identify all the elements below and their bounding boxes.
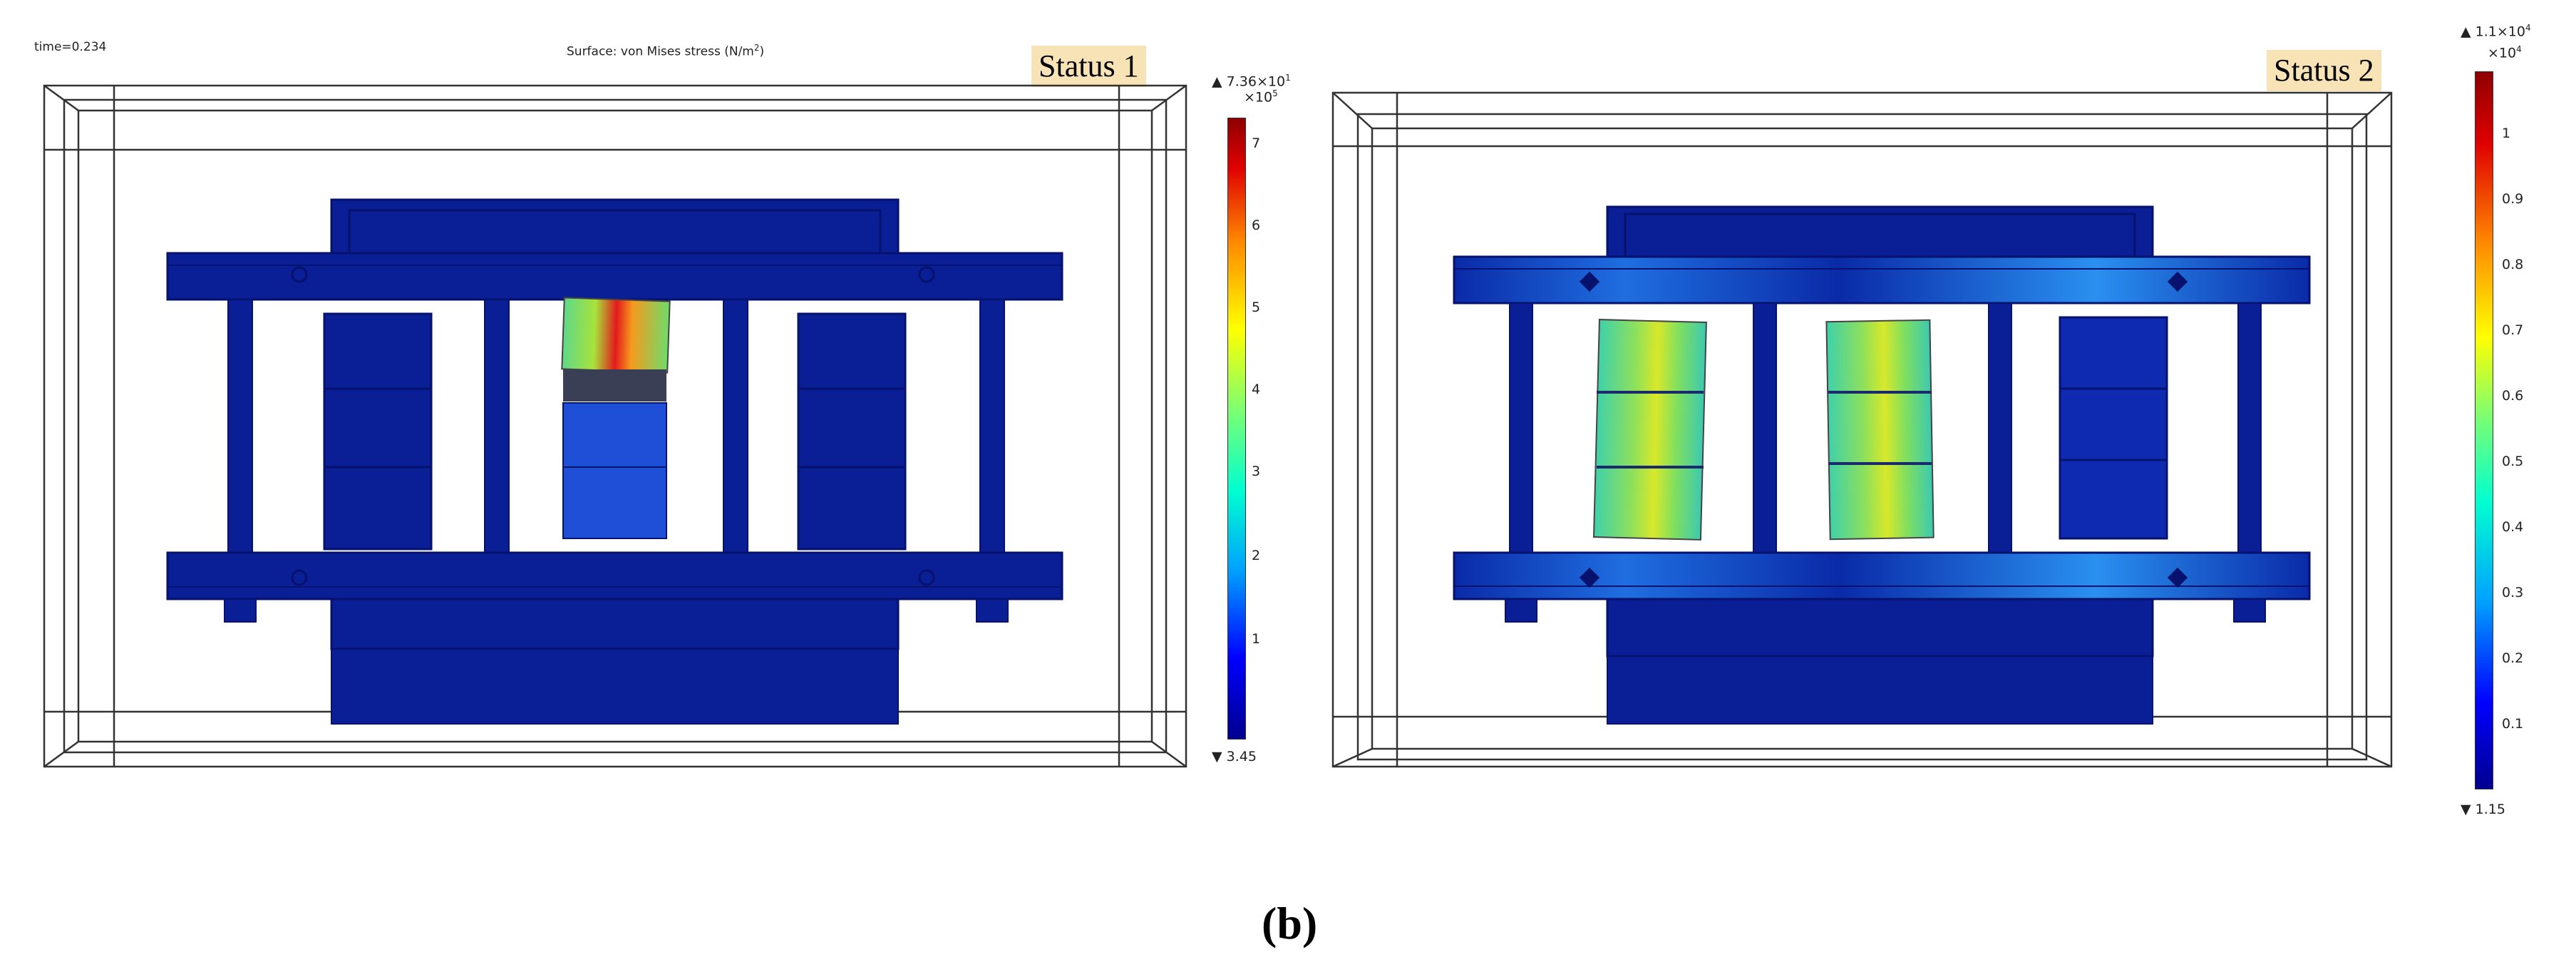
colorbar-1-max-exp: 1 — [1285, 73, 1291, 83]
colorbar-2-tick: 0.6 — [2502, 388, 2524, 404]
colorbar-1-tick: 3 — [1252, 464, 1261, 479]
colorbar-2-tick: 0.8 — [2502, 257, 2524, 272]
transformer-structure-1 — [166, 198, 1063, 725]
colorbar-2-max-text: ▲ 1.1×10 — [2461, 24, 2525, 40]
colorbar-1-tick: 6 — [1252, 218, 1261, 233]
colorbar-1-tick: 4 — [1252, 382, 1261, 397]
status-2-badge: Status 2 — [2267, 50, 2381, 91]
colorbar-2-min-label: ▼ 1.15 — [2461, 802, 2505, 817]
colorbar-1-tick: 2 — [1252, 548, 1261, 563]
colorbar-2-tick: 0.3 — [2502, 585, 2524, 600]
surface-label: Surface: von Mises stress (N/m2) — [567, 43, 764, 59]
colorbar-2-mult-text: ×10 — [2488, 45, 2517, 61]
colorbar-2-tick: 0.9 — [2502, 191, 2524, 207]
colorbar-2-max-label: ▲ 1.1×104 — [2461, 23, 2531, 39]
colorbar-1-max-label: ▲ 7.36×101 — [1212, 73, 1291, 89]
colorbar-1-max-text: ▲ 7.36×10 — [1212, 73, 1286, 90]
colorbar-2-tick: 1 — [2502, 126, 2511, 141]
colorbar-2-max-exp: 4 — [2525, 23, 2531, 33]
colorbar-1-tick: 5 — [1252, 300, 1261, 315]
colorbar-1-tick: 1 — [1252, 631, 1261, 647]
panel-2-model — [1331, 91, 2393, 768]
surface-label-end: ) — [759, 44, 765, 59]
colorbar-2 — [2475, 71, 2493, 789]
surface-label-text: Surface: von Mises stress (N/m — [567, 44, 754, 59]
status-1-badge: Status 1 — [1031, 46, 1146, 87]
colorbar-2-tick: 0.7 — [2502, 322, 2524, 338]
colorbar-2-mult-exp: 4 — [2516, 44, 2522, 54]
colorbar-1-multiplier: ×105 — [1244, 88, 1278, 105]
panel-1-model — [43, 84, 1187, 768]
colorbar-1-tick: 7 — [1252, 135, 1261, 151]
colorbar-1-mult-exp: 5 — [1272, 88, 1278, 98]
colorbar-2-tick: 0.5 — [2502, 454, 2524, 469]
time-label: time=0.234 — [34, 40, 107, 54]
colorbar-2-multiplier: ×104 — [2488, 44, 2522, 61]
colorbar-1 — [1227, 118, 1246, 740]
surface-label-sup: 2 — [753, 43, 760, 53]
colorbar-2-tick: 0.4 — [2502, 519, 2524, 535]
transformer-structure-2 — [1453, 205, 2311, 725]
figure-caption: (b) — [1262, 898, 1318, 948]
colorbar-1-mult-text: ×10 — [1244, 89, 1273, 106]
wireframe-box-1 — [43, 84, 1187, 768]
colorbar-1-min-label: ▼ 3.45 — [1212, 749, 1257, 764]
colorbar-2-tick: 0.1 — [2502, 716, 2524, 732]
colorbar-2-tick: 0.2 — [2502, 650, 2524, 666]
